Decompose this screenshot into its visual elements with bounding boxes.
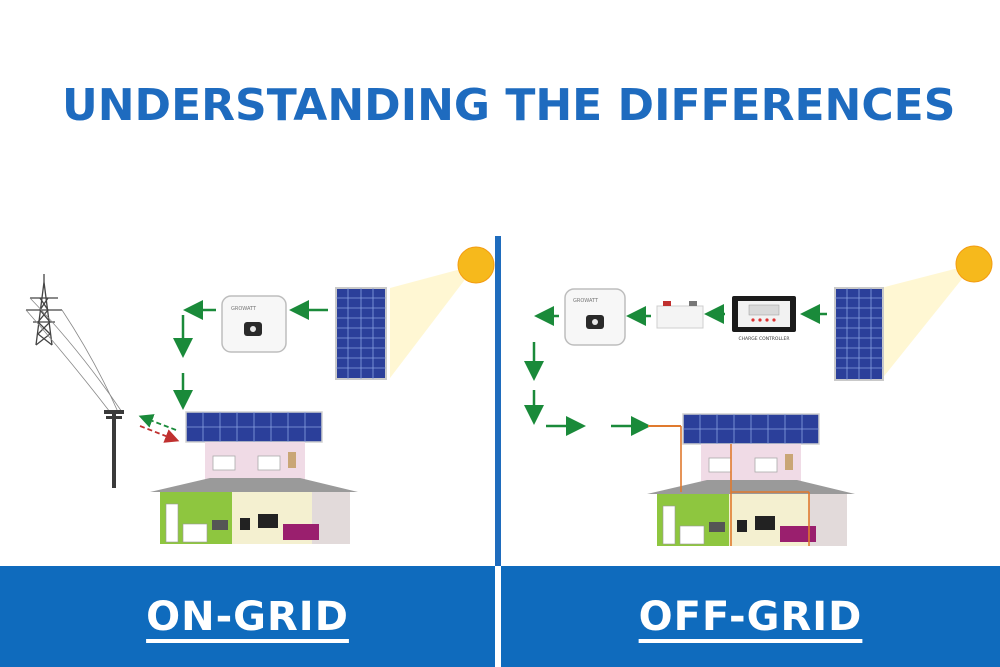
transmission-tower-icon bbox=[26, 274, 62, 346]
inverter-brand: GROWATT bbox=[231, 306, 257, 312]
solar-panel-icon bbox=[335, 287, 387, 380]
charge-controller-label: CHARGE CONTROLLER bbox=[739, 336, 790, 342]
on-grid-diagram: GROWATT bbox=[0, 230, 495, 566]
sun-light-beam bbox=[881, 264, 974, 380]
inverter-icon: GROWATT bbox=[564, 288, 626, 346]
panel-divider bbox=[495, 236, 501, 566]
power-lines bbox=[25, 297, 123, 413]
battery-icon bbox=[656, 301, 704, 329]
on-grid-label: ON-GRID bbox=[146, 593, 349, 640]
off-grid-diagram: CHARGE CONTROLLER GROWATT bbox=[501, 230, 1000, 566]
sun-light-beam bbox=[390, 265, 476, 378]
solar-panel-icon bbox=[834, 287, 884, 381]
utility-pole-icon bbox=[104, 410, 124, 488]
export-arrow bbox=[138, 414, 177, 431]
inverter-icon: GROWATT bbox=[221, 295, 287, 353]
charge-controller-icon: CHARGE CONTROLLER bbox=[732, 296, 796, 342]
off-grid-label: OFF-GRID bbox=[638, 593, 863, 640]
house-icon bbox=[150, 411, 358, 544]
page-title: UNDERSTANDING THE DIFFERENCES bbox=[62, 80, 956, 131]
off-grid-label-band: OFF-GRID bbox=[501, 566, 1000, 667]
import-arrow bbox=[139, 425, 180, 443]
sun-icon bbox=[955, 245, 993, 283]
house-icon bbox=[647, 413, 855, 546]
inverter-brand: GROWATT bbox=[573, 298, 599, 304]
sun-icon bbox=[457, 246, 495, 284]
on-grid-label-band: ON-GRID bbox=[0, 566, 495, 667]
